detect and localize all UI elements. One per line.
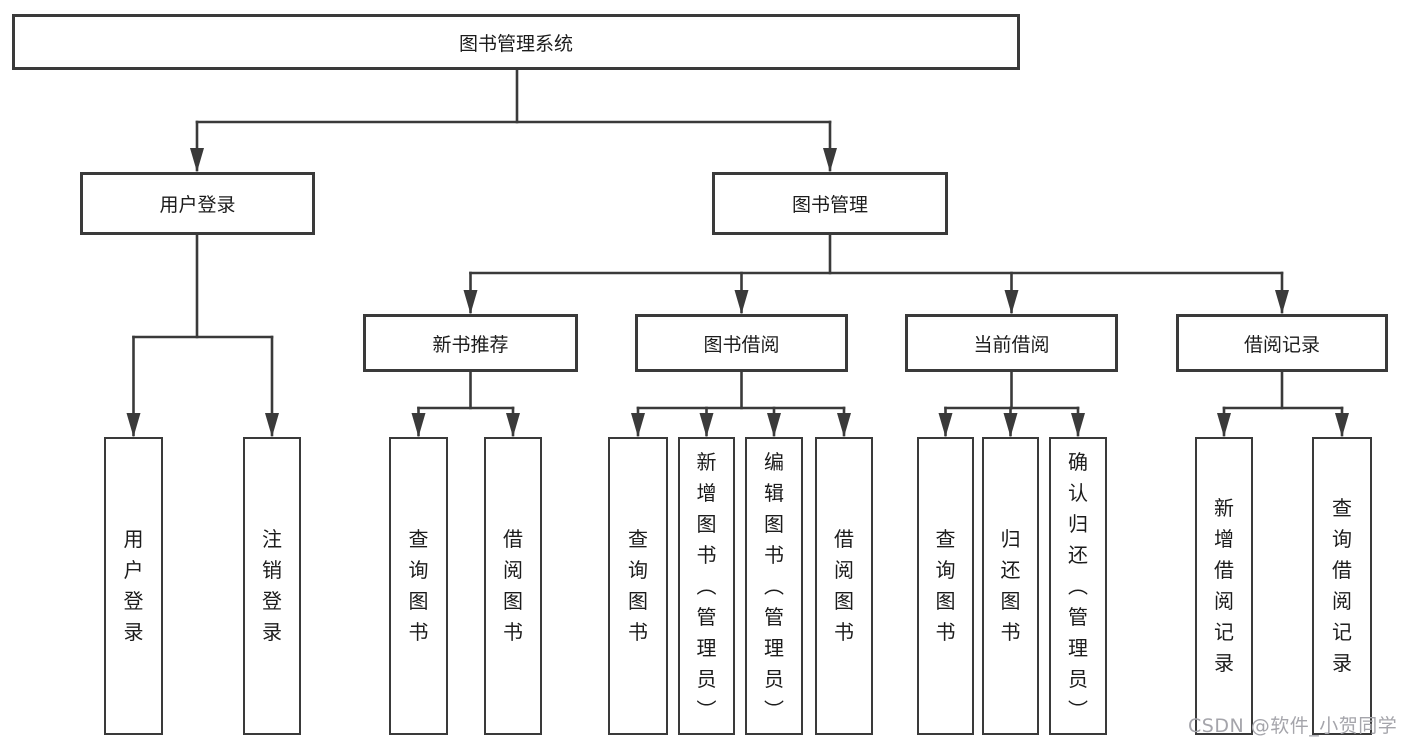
node-label: 用户登录: [123, 527, 144, 644]
node-label: 查询图书: [628, 527, 648, 644]
node-label: 借阅记录: [1243, 333, 1320, 356]
leaf-query-books-3: 查询图书: [917, 437, 974, 735]
node-label: 归还图书: [1000, 527, 1021, 644]
node-label: 查询借阅记录: [1332, 496, 1352, 675]
node-label: 注销登录: [262, 527, 282, 644]
node-label: 确认归还︵管理员︶: [1068, 449, 1088, 722]
leaf-borrow-books-1: 借阅图书: [484, 437, 542, 735]
node-new-book-recommendation: 新书推荐: [363, 314, 578, 372]
node-user-login: 用户登录: [80, 172, 315, 235]
node-label: 编辑图书︵管理员︶: [764, 449, 784, 722]
node-label: 当前借阅: [973, 333, 1050, 356]
node-label: 查询图书: [408, 527, 429, 644]
leaf-confirm-return-admin: 确认归还︵管理员︶: [1049, 437, 1107, 735]
node-book-borrowing: 图书借阅: [635, 314, 848, 372]
node-current-borrowing: 当前借阅: [905, 314, 1118, 372]
leaf-edit-book-admin: 编辑图书︵管理员︶: [745, 437, 803, 735]
node-label: 图书借阅: [703, 333, 780, 356]
node-label: 图书管理: [791, 194, 868, 216]
node-label: 新书推荐: [432, 333, 509, 356]
watermark-text: CSDN @软件_小贺同学: [1188, 715, 1398, 737]
node-label: 新增图书︵管理员︶: [696, 449, 717, 722]
leaf-add-book-admin: 新增图书︵管理员︶: [678, 437, 735, 735]
leaf-query-borrow-record: 查询借阅记录: [1312, 437, 1372, 735]
leaf-add-borrow-record: 新增借阅记录: [1195, 437, 1253, 735]
leaf-query-books-1: 查询图书: [389, 437, 448, 735]
node-library-management-system: 图书管理系统: [12, 14, 1020, 70]
node-label: 新增借阅记录: [1214, 496, 1234, 675]
leaf-user-login: 用户登录: [104, 437, 163, 735]
node-book-management: 图书管理: [712, 172, 948, 235]
leaf-query-books-2: 查询图书: [608, 437, 668, 735]
node-borrowing-records: 借阅记录: [1176, 314, 1388, 372]
node-label: 查询图书: [935, 527, 956, 644]
node-label: 图书管理系统: [458, 32, 573, 55]
leaf-return-books: 归还图书: [982, 437, 1039, 735]
node-label: 借阅图书: [834, 527, 854, 644]
leaf-logout: 注销登录: [243, 437, 301, 735]
node-label: 用户登录: [159, 194, 236, 216]
leaf-borrow-books-2: 借阅图书: [815, 437, 873, 735]
node-label: 借阅图书: [503, 527, 523, 644]
